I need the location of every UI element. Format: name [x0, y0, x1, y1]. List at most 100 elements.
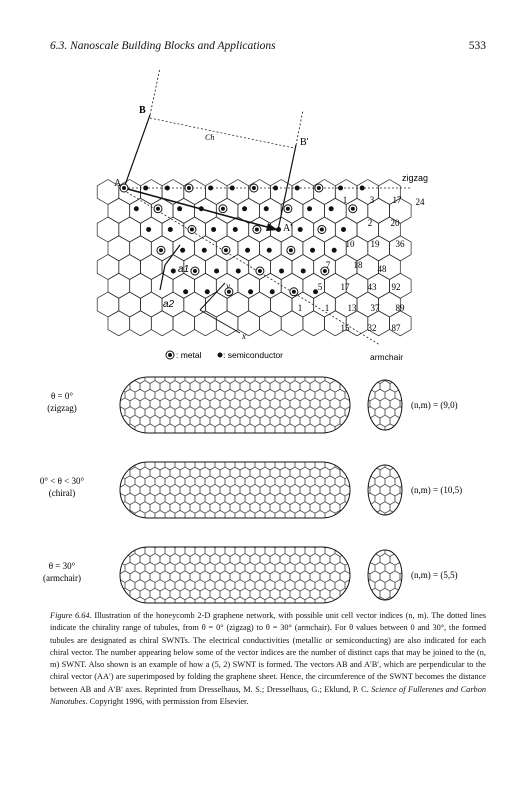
hex-cell [107, 197, 131, 224]
hex-cell [291, 179, 315, 205]
cap-count: 10 [346, 239, 356, 249]
semiconductor-marker [204, 289, 210, 295]
metal-marker-core [223, 248, 228, 253]
hex-cell [270, 254, 293, 280]
hex-cell [389, 310, 412, 337]
tube-index-label: (n,m) = (5,5) [411, 570, 458, 580]
hex-cell [205, 216, 228, 243]
label-a1: a1 [178, 264, 189, 275]
semiconductor-marker [276, 227, 282, 232]
semiconductor-marker [310, 247, 316, 253]
semiconductor-marker [211, 227, 217, 232]
a1-vector [164, 244, 181, 266]
graphene-figure: B B' A A' Ch a1 a2 x y zigzag armchair 1… [40, 67, 462, 604]
metal-marker-core [322, 269, 327, 273]
legend-metal: : metal [176, 350, 202, 360]
cap-count: 5 [318, 282, 323, 292]
semiconductor-marker [183, 289, 189, 295]
semiconductor-marker [214, 268, 220, 274]
semiconductor-marker [235, 268, 241, 274]
tube-angle-label: θ = 0° [51, 391, 73, 401]
semiconductor-marker [143, 185, 149, 191]
hex-cell [270, 179, 293, 205]
semiconductor-marker [279, 268, 285, 274]
x-axis [199, 309, 241, 334]
semiconductor-marker [198, 206, 204, 212]
hex-cell [140, 254, 163, 280]
metal-marker-core [291, 289, 296, 294]
hex-cell [248, 291, 271, 318]
chiral-vector-arrowhead [266, 223, 278, 231]
label-x: x [241, 331, 246, 341]
semiconductor-marker [245, 247, 251, 253]
tube-type-label: (zigzag) [47, 403, 76, 413]
semiconductor-marker [164, 185, 170, 191]
hex-cell [302, 310, 325, 337]
tube-type-label: (chiral) [49, 488, 75, 498]
hex-cell [140, 291, 163, 318]
cap-count: 17 [341, 282, 351, 292]
cap-count: 2 [368, 218, 373, 228]
hex-cell [237, 272, 260, 299]
metal-marker-core [226, 289, 231, 294]
label-B: B [139, 105, 146, 116]
metal-marker-core [285, 206, 290, 211]
vector-AB [123, 114, 151, 189]
hex-cell [259, 197, 282, 224]
vector-A-prime-B-prime-extension [295, 109, 304, 146]
circumference-line [149, 117, 295, 149]
semiconductor-marker [208, 185, 214, 191]
tube-index-label: (n,m) = (9,0) [411, 400, 458, 410]
hex-cell [280, 310, 304, 337]
cap-count: 13 [348, 303, 358, 313]
metal-marker-core [122, 186, 126, 190]
semiconductor-marker [300, 268, 306, 274]
armchair-boundary [119, 187, 381, 346]
metal-marker-core [220, 206, 225, 211]
semiconductor-marker [313, 289, 319, 295]
hex-cell [205, 254, 228, 280]
cap-count: 89 [396, 303, 406, 313]
page-number: 533 [468, 40, 486, 52]
hex-cell [226, 179, 250, 205]
hex-cell [356, 179, 379, 205]
honeycomb-lattice [96, 179, 412, 337]
legend-semiconductor: : semiconductor [223, 350, 283, 360]
semiconductor-marker [269, 289, 275, 295]
metal-marker-core [350, 206, 355, 211]
semiconductor-marker [341, 227, 347, 232]
label-armchair: armchair [370, 352, 403, 362]
metal-marker-core [186, 186, 191, 190]
hex-cell [140, 179, 163, 205]
hex-cell [259, 272, 282, 299]
hex-cell [129, 272, 152, 299]
semiconductor-marker [331, 247, 337, 253]
semiconductor-marker [146, 227, 152, 232]
caption-book: Science of Fullerenes and Carbon Nanotub… [50, 684, 486, 707]
tube-row: θ = 30°(armchair)(n,m) = (5,5) [43, 546, 458, 604]
hex-cell [291, 254, 315, 280]
metal-marker-core [319, 227, 324, 232]
metal-symbol-core [168, 353, 172, 357]
semiconductor-marker [232, 227, 238, 232]
hex-cell [194, 272, 217, 299]
tube-side-view [119, 546, 351, 604]
semiconductor-marker [133, 206, 139, 212]
y-axis [199, 282, 226, 311]
hex-cell [150, 310, 174, 337]
tube-index-label: (n,m) = (10,5) [411, 485, 462, 495]
hex-cell [259, 310, 282, 337]
hex-cell [140, 216, 163, 243]
cap-count: 32 [368, 323, 377, 333]
metal-marker-core [192, 269, 197, 273]
semiconductor-marker [242, 206, 248, 212]
tube-type-label: (armchair) [43, 573, 81, 583]
section-title: 6.3. Nanoscale Building Blocks and Appli… [50, 40, 276, 52]
semiconductor-marker [294, 185, 300, 191]
index-markers [119, 183, 365, 297]
hex-cell [302, 197, 325, 224]
vector-A-prime-B-prime [277, 144, 297, 231]
tube-side-view [119, 376, 351, 434]
cap-count: 15 [341, 323, 351, 333]
